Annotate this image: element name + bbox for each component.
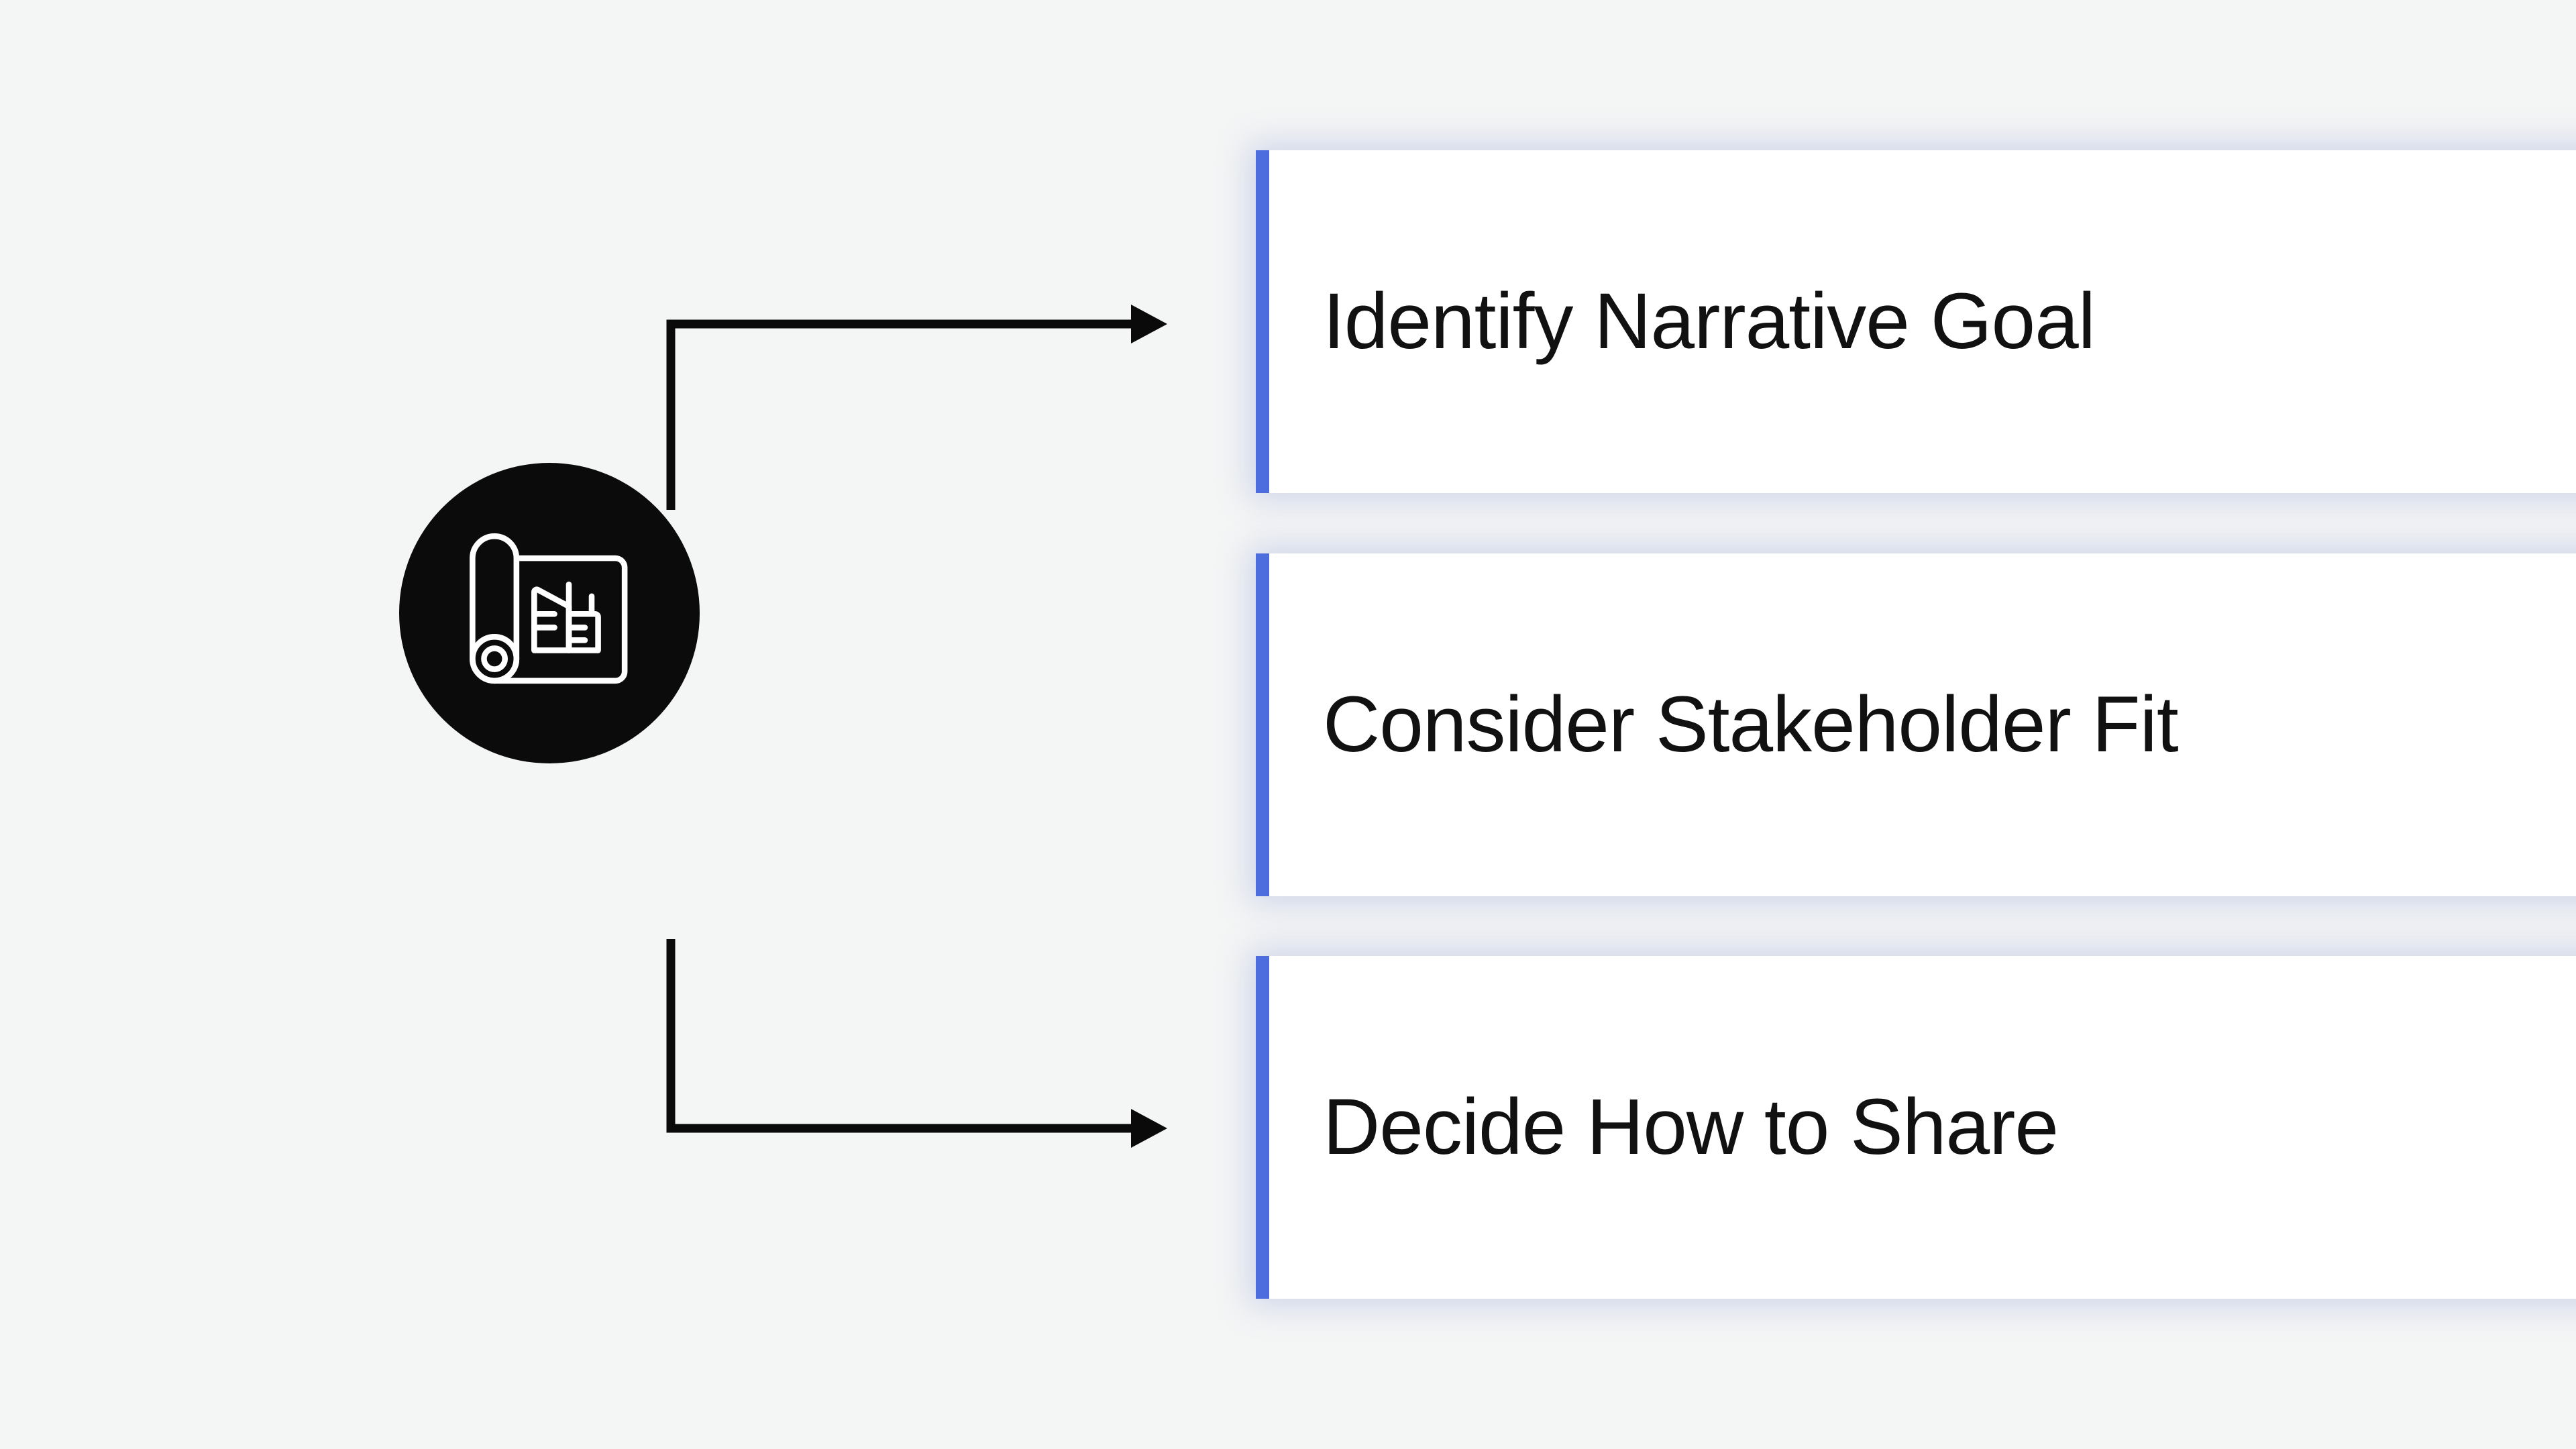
step-card-label: Consider Stakeholder Fit (1323, 680, 2179, 769)
step-accent-bar (1256, 553, 1269, 896)
step-card-label: Decide How to Share (1323, 1082, 2059, 1171)
step-accent-bar (1256, 150, 1269, 493)
step-card[interactable]: Decide How to Share (1256, 956, 2576, 1299)
step-accent-bar (1256, 956, 1269, 1299)
connector-to-step-1 (666, 305, 1167, 510)
connector-to-step-3 (666, 939, 1167, 1148)
blueprint-scroll-icon (465, 529, 634, 698)
step-card-label: Identify Narrative Goal (1323, 276, 2096, 366)
step-card[interactable]: Identify Narrative Goal (1256, 150, 2576, 493)
blueprint-icon-badge (399, 463, 700, 763)
step-card[interactable]: Consider Stakeholder Fit (1256, 553, 2576, 896)
